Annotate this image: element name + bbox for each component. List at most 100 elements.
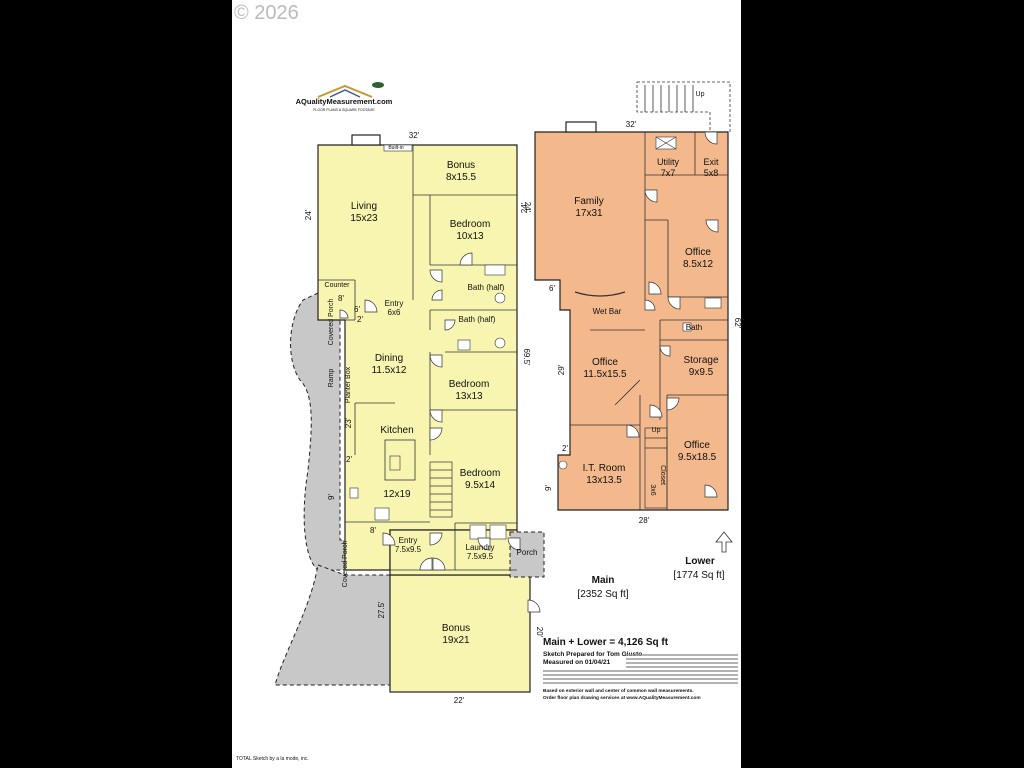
room-family-name: Family	[574, 196, 603, 207]
watermark: © 2026	[234, 2, 299, 24]
room-bonus-lower-name: Bonus	[442, 623, 470, 634]
measured-date: Measured on 01/04/21	[543, 659, 611, 666]
dim-20: 20'	[535, 627, 544, 638]
dim-main-top: 32'	[409, 131, 420, 140]
logo-tagline: FLOOR PLANS & SQUARE FOOTAGE	[313, 108, 375, 112]
room-exit-name: Exit	[703, 157, 719, 167]
covered-porch-area	[290, 292, 346, 571]
room-bedroom3-size: 9.5x14	[465, 480, 495, 491]
room-entry2-size: 7.5x9.5	[395, 545, 422, 554]
dim-main-bottom: 22'	[454, 696, 465, 705]
room-bedroom1-size: 10x13	[456, 231, 484, 242]
lower-floor-area: [1774 Sq ft]	[673, 570, 724, 581]
room-wet-bar: Wet Bar	[593, 307, 622, 316]
footer-line-2: Order floor plan drawing services at www…	[543, 695, 701, 701]
room-storage-name: Storage	[683, 355, 718, 366]
footer-line-1: Based on exterior wall and center of com…	[543, 688, 694, 694]
prepared-for: Sketch Prepared for Tom Giusto	[543, 651, 642, 658]
room-office1-name: Office	[685, 247, 711, 258]
room-bedroom2-size: 13x13	[455, 391, 483, 402]
covered-porch-top-label: Covered Porch	[328, 299, 335, 346]
lower-up-mid-label: Up	[652, 427, 661, 434]
room-entry-name: Entry	[385, 299, 404, 308]
room-dining-size: 11.5x12	[372, 365, 407, 376]
dim-lower-29: 29'	[557, 364, 566, 375]
summary-block: Main + Lower = 4,126 Sq ft Sketch Prepar…	[543, 637, 738, 701]
main-floor-area: [2352 Sq ft]	[577, 589, 628, 600]
disclaimer-lines	[543, 654, 738, 684]
room-living-size: 15x23	[350, 213, 378, 224]
room-living-name: Living	[351, 201, 377, 212]
main-floor-outline	[317, 144, 518, 571]
room-it-size: 13x13.5	[586, 475, 622, 486]
main-stairs	[429, 461, 453, 518]
room-bath-lower: Bath	[686, 323, 702, 332]
dim-2b: 2'	[346, 455, 352, 464]
room-bath-half2: Bath (half)	[459, 315, 496, 324]
dim-lower-top: 32'	[626, 120, 637, 129]
built-in-label: Built-in	[388, 145, 404, 151]
dim-lower-9: 9'	[544, 485, 553, 491]
dim-9: 9'	[327, 494, 336, 500]
logo-text: AQualityMeasurement.com	[296, 97, 393, 106]
room-dining-name: Dining	[375, 353, 403, 364]
ramp-area	[274, 564, 391, 686]
dim-lower-bottom: 28'	[639, 516, 650, 525]
dim-main-left-24: 24'	[304, 209, 313, 220]
dim-lower-right: 62'	[733, 318, 742, 329]
total-area: Main + Lower = 4,126 Sq ft	[543, 637, 669, 648]
planter-box-label: Planter Box	[345, 366, 352, 403]
room-office1-size: 8.5x12	[683, 259, 713, 270]
room-bedroom2-name: Bedroom	[449, 379, 490, 390]
room-family-size: 17x31	[575, 208, 603, 219]
room-closet-name: Closet	[659, 465, 666, 485]
room-entry2-name: Entry	[399, 536, 418, 545]
room-office2-size: 11.5x15.5	[583, 369, 627, 380]
dim-69-5: 69.5'	[522, 348, 531, 366]
room-laundry-size: 7.5x9.5	[467, 552, 494, 561]
software-credit: TOTAL Sketch by a la mode, inc.	[236, 756, 309, 762]
room-bonus-lower-size: 19x21	[442, 635, 470, 646]
dim-lower-2: 2'	[562, 444, 568, 453]
dim-23: 23'	[344, 417, 353, 428]
room-porch: Porch	[517, 548, 538, 557]
room-bonus-upper-size: 8x15.5	[446, 172, 476, 183]
main-floor-title: Main	[592, 575, 615, 586]
room-office2-name: Office	[592, 357, 618, 368]
room-laundry-name: Laundry	[466, 543, 495, 552]
room-utility-name: Utility	[657, 157, 679, 167]
covered-porch-bottom-label: Covered Porch	[342, 541, 349, 588]
main-floor-plan: Bonus 8x15.5 Living 15x23 Bedroom 10x13 …	[274, 131, 629, 705]
lower-floor-plan: Up	[520, 81, 742, 581]
dim-main-right-24: 24'	[523, 202, 532, 213]
dim-lower-24: 24'	[520, 202, 529, 213]
dim-8a: 8'	[338, 294, 344, 303]
porch-small	[509, 531, 545, 578]
room-office3-name: Office	[684, 440, 710, 451]
room-bonus-upper-name: Bonus	[447, 160, 475, 171]
room-kitchen-size: 12x19	[383, 489, 411, 500]
counter-label: Counter	[325, 282, 351, 289]
room-utility-size: 7x7	[661, 168, 676, 178]
room-bath-half1: Bath (half)	[468, 283, 505, 292]
lower-exterior-stairs	[636, 81, 731, 133]
room-storage-size: 9x9.5	[689, 367, 714, 378]
room-bedroom1-name: Bedroom	[450, 219, 491, 230]
dim-2a: 2'	[357, 315, 363, 324]
dim-6: 6'	[354, 305, 360, 314]
room-exit-size: 5x8	[704, 168, 719, 178]
room-it-name: I.T. Room	[583, 463, 626, 474]
room-entry-size: 6x6	[388, 308, 401, 317]
dim-lower-6: 6'	[549, 284, 555, 293]
room-office3-size: 9.5x18.5	[678, 452, 717, 463]
room-closet-size: 3x6	[649, 484, 656, 495]
lower-up-top-label: Up	[696, 91, 705, 98]
lower-floor-outline	[534, 131, 729, 511]
room-kitchen-name: Kitchen	[380, 425, 413, 436]
lower-inner-stairs	[644, 427, 668, 509]
north-arrow-icon	[715, 531, 733, 553]
ramp-label: Ramp	[328, 369, 335, 388]
room-bedroom3-name: Bedroom	[460, 468, 501, 479]
lower-floor-title: Lower	[685, 556, 715, 567]
